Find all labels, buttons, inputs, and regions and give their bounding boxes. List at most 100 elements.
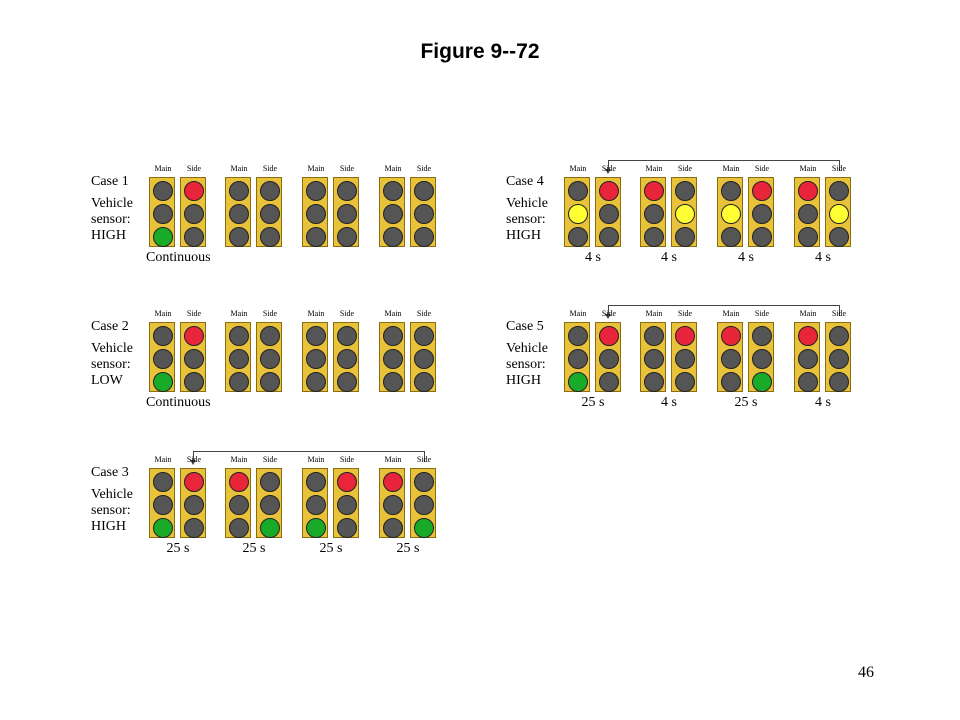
red-lamp	[599, 181, 619, 201]
red-lamp	[752, 326, 772, 346]
green-lamp	[337, 372, 357, 392]
yellow-lamp	[721, 349, 741, 369]
sensor-label-line: HIGH	[91, 228, 126, 243]
side-signal-head	[180, 322, 206, 392]
green-lamp	[414, 227, 434, 247]
main-signal-head	[149, 468, 175, 538]
side-label: Side	[416, 164, 432, 173]
red-lamp	[229, 326, 249, 346]
main-signal-head	[379, 177, 405, 247]
main-label: Main	[230, 455, 248, 464]
yellow-lamp	[644, 349, 664, 369]
yellow-lamp	[752, 204, 772, 224]
side-signal-head	[333, 177, 359, 247]
green-lamp	[829, 227, 849, 247]
red-lamp	[829, 326, 849, 346]
green-lamp	[153, 227, 173, 247]
side-signal-head	[256, 177, 282, 247]
sensor-label-line: HIGH	[91, 519, 126, 534]
side-label: Side	[601, 164, 617, 173]
red-lamp	[153, 181, 173, 201]
yellow-lamp	[798, 204, 818, 224]
main-label: Main	[230, 164, 248, 173]
green-lamp	[798, 372, 818, 392]
red-lamp	[798, 326, 818, 346]
red-lamp	[184, 326, 204, 346]
main-signal-head	[302, 177, 328, 247]
yellow-lamp	[260, 204, 280, 224]
yellow-lamp	[721, 204, 741, 224]
duration-label: 25 s	[734, 395, 758, 410]
yellow-lamp	[675, 349, 695, 369]
side-label: Side	[186, 309, 202, 318]
side-signal-head	[180, 177, 206, 247]
red-lamp	[721, 326, 741, 346]
green-lamp	[337, 227, 357, 247]
main-signal-head	[794, 322, 820, 392]
sensor-label-line: sensor:	[506, 212, 546, 227]
yellow-lamp	[644, 204, 664, 224]
main-signal-head	[640, 177, 666, 247]
sensor-label-line: sensor:	[91, 503, 131, 518]
main-signal-head	[717, 322, 743, 392]
yellow-lamp	[184, 495, 204, 515]
green-lamp	[721, 372, 741, 392]
main-signal-head	[225, 468, 251, 538]
red-lamp	[260, 326, 280, 346]
sensor-label-line: Vehicle	[506, 196, 548, 211]
side-label: Side	[339, 164, 355, 173]
side-label: Side	[831, 309, 847, 318]
red-lamp	[414, 472, 434, 492]
green-lamp	[599, 227, 619, 247]
main-signal-head	[225, 322, 251, 392]
main-label: Main	[569, 164, 587, 173]
main-signal-head	[302, 322, 328, 392]
main-signal-head	[149, 177, 175, 247]
red-lamp	[599, 326, 619, 346]
side-signal-head	[595, 322, 621, 392]
sensor-label-line: Vehicle	[506, 341, 548, 356]
case-label: Case 1	[91, 174, 129, 189]
green-lamp	[153, 372, 173, 392]
side-label: Side	[262, 164, 278, 173]
red-lamp	[644, 326, 664, 346]
red-lamp	[644, 181, 664, 201]
side-signal-head	[256, 468, 282, 538]
red-lamp	[383, 326, 403, 346]
red-lamp	[721, 181, 741, 201]
red-lamp	[383, 472, 403, 492]
green-lamp	[798, 227, 818, 247]
duration-label: 25 s	[166, 541, 190, 556]
main-signal-head	[564, 177, 590, 247]
signal-group: Main Side	[225, 164, 295, 274]
green-lamp	[306, 372, 326, 392]
red-lamp	[798, 181, 818, 201]
loop-arrow-icon	[605, 314, 611, 319]
yellow-lamp	[414, 349, 434, 369]
green-lamp	[568, 372, 588, 392]
side-label: Side	[339, 309, 355, 318]
yellow-lamp	[337, 204, 357, 224]
side-label: Side	[416, 309, 432, 318]
sensor-label-line: HIGH	[506, 373, 541, 388]
main-label: Main	[384, 309, 402, 318]
main-label: Main	[307, 455, 325, 464]
side-signal-head	[748, 322, 774, 392]
red-lamp	[229, 181, 249, 201]
side-label: Side	[677, 164, 693, 173]
green-lamp	[383, 372, 403, 392]
yellow-lamp	[153, 349, 173, 369]
yellow-lamp	[306, 204, 326, 224]
main-label: Main	[645, 164, 663, 173]
yellow-lamp	[798, 349, 818, 369]
red-lamp	[752, 181, 772, 201]
